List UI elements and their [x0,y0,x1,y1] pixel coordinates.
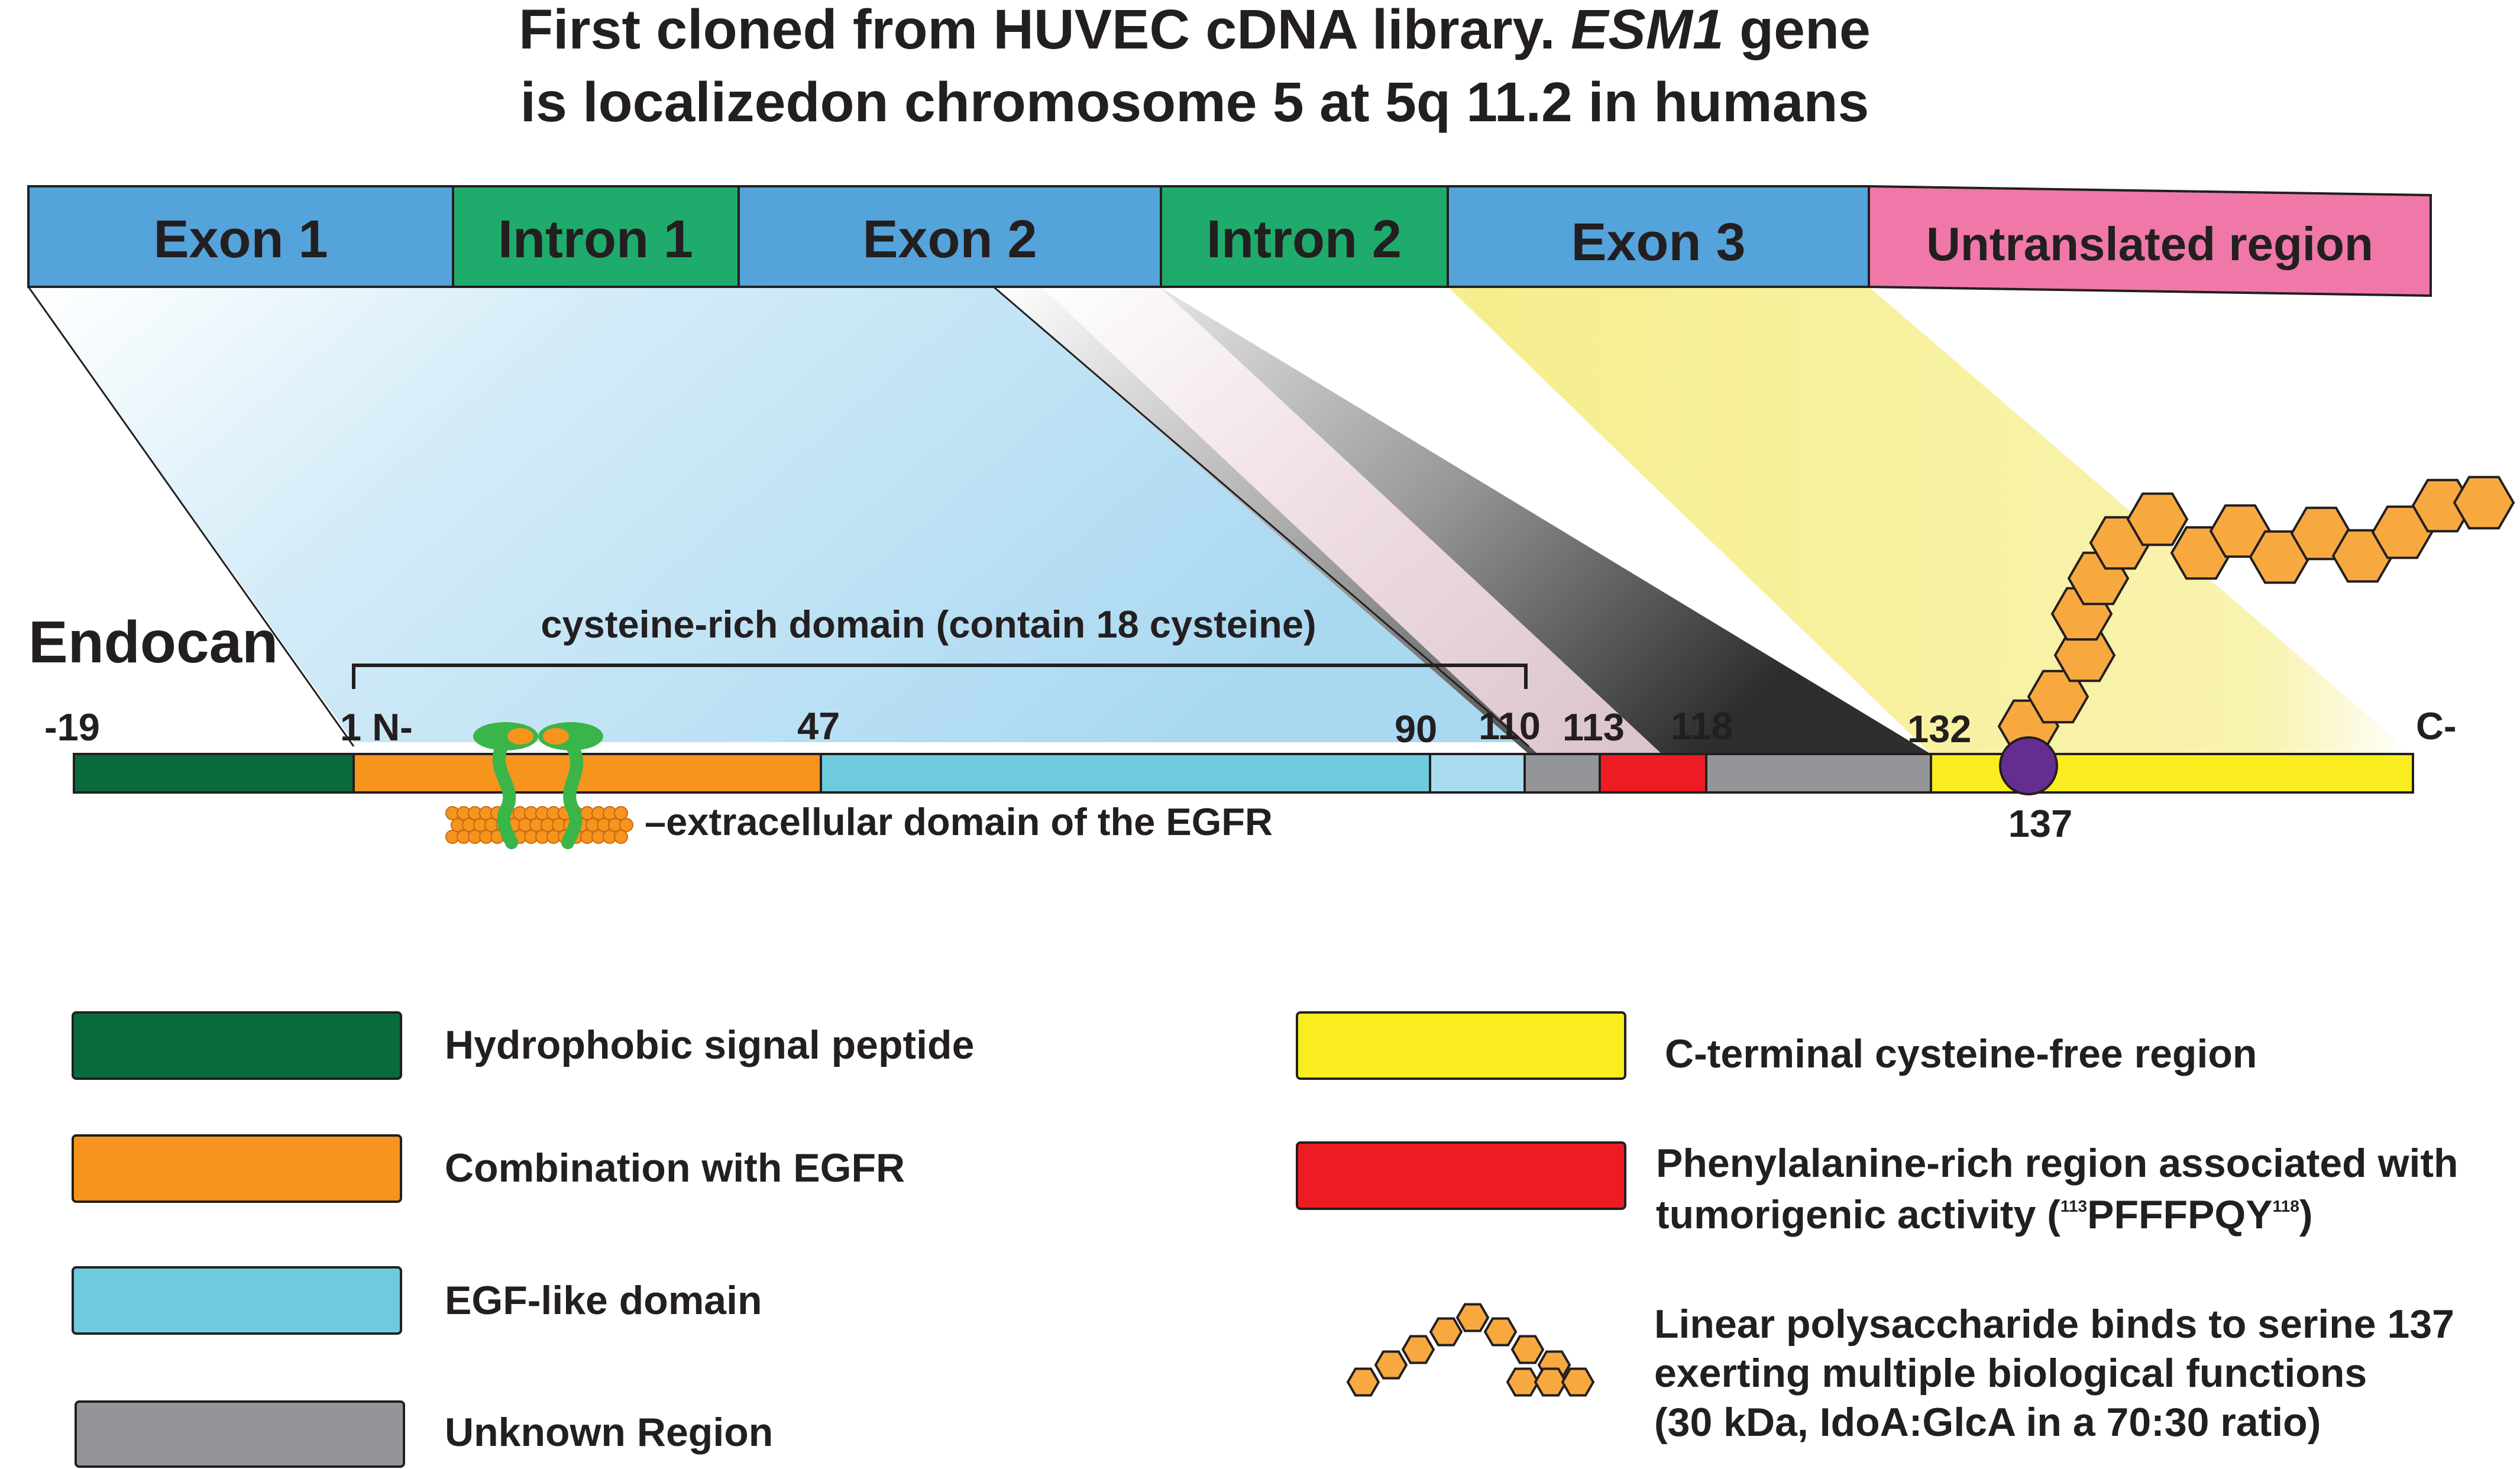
legend-glycan-unit [1346,1367,1380,1397]
region-unknown-1 [1523,753,1601,794]
serine-137-label: 137 [2008,802,2072,845]
region-egfr-combination [352,753,822,794]
legend: Hydrophobic signal peptide Combination w… [72,1011,2458,1468]
legend-label-glycan-line3: (30 kDa, IdoA:GlcA in a 70:30 ratio) [1654,1400,2321,1445]
pos-110: 110 [1479,704,1541,748]
legend-swatch-c-terminal [1296,1011,1626,1080]
projection-edge-exon2 [993,286,1529,748]
gene-structure: Exon 1 Intron 1 Exon 2 Intron 2 Exon 3 U… [27,185,2432,297]
position-labels: -19 1 N- 47 90 110 113 118 132 C- [44,704,2457,750]
legend-label-glycan-line1: Linear polysaccharide binds to serine 13… [1654,1302,2454,1347]
legend-glycan-unit [1534,1367,1568,1397]
gene-label-intron-2: Intron 2 [1206,210,1402,269]
glycan-unit [2453,475,2515,530]
membrane-bead [614,806,628,820]
gene-segment-intron-1 [452,185,740,288]
exon1-2-projection [28,287,1529,742]
pos-c-term: C- [2416,704,2457,748]
region-signal-peptide [73,753,355,794]
legend-label-signal-peptide: Hydrophobic signal peptide [445,1023,974,1067]
region-phe-rich [1599,753,1707,794]
membrane-beads [445,806,633,844]
pos-90: 90 [1395,707,1437,750]
legend-glycan-unit [1561,1367,1595,1397]
serine-137-marker [1999,736,2058,795]
gene-segment-untranslated [1868,185,2432,297]
pos-113: 113 [1563,706,1625,749]
gene-label-exon-2: Exon 2 [862,210,1037,269]
legend-glycan-unit [1510,1335,1545,1364]
egfr-icon [445,722,633,849]
cysteine-bracket-label: cysteine-rich domain (contain 18 cystein… [541,603,1316,646]
legend-glycan-unit [1455,1303,1490,1332]
legend-label-unknown: Unknown Region [445,1410,773,1455]
glycan-unit [2411,478,2474,533]
legend-glycan-unit [1374,1350,1408,1380]
legend-label-egf-like: EGF-like domain [445,1278,762,1323]
legend-swatch-signal-peptide [72,1011,402,1080]
glycan-chain [1997,475,2515,753]
legend-label-c-terminal: C-terminal cysteine-free region [1665,1031,2257,1076]
legend-label-phe-rich-line2: tumorigenic activity (113PFFFPQY118) [1656,1192,2313,1237]
egfr-label: –extracellular domain of the EGFR [645,800,1273,843]
gene-label-exon-3: Exon 3 [1571,213,1745,272]
title-line-1: First cloned from HUVEC cDNA library. ES… [519,0,1871,61]
gene-label-untranslated: Untranslated region [1926,218,2373,270]
legend-swatch-egf-like [72,1266,402,1335]
legend-swatch-unknown [75,1400,405,1468]
pos-118: 118 [1671,704,1733,748]
legend-swatch-phe-rich [1296,1141,1626,1210]
projection-edge-left [27,286,355,747]
legend-glycan-unit [1429,1317,1463,1347]
pos-132: 132 [1907,707,1971,750]
exon2-pink-projection [1041,287,1662,754]
legend-glycan-unit [1506,1367,1540,1397]
region-egf-like-light [1429,753,1526,794]
region-unknown-2 [1705,753,1932,794]
exon3-projection [1448,287,2413,754]
pos-47: 47 [797,704,840,748]
gene-label-exon-1: Exon 1 [153,210,328,269]
gene-label-intron-1: Intron 1 [498,210,693,269]
glycan-unit [2126,492,2189,546]
legend-glycan-unit [1401,1335,1435,1364]
protein-bar [73,753,2414,794]
region-egf-like [820,753,1431,794]
cysteine-bracket [352,664,1528,689]
legend-swatch-egfr [72,1134,402,1203]
legend-glycan-unit [1483,1317,1518,1347]
title-line-2: is localizedon chromosome 5 at 5q 11.2 i… [520,71,1869,134]
gene-segment-exon-3 [1447,185,1870,288]
membrane-bead [619,818,633,832]
protein-name: Endocan [28,609,278,675]
legend-label-phe-rich-line1: Phenylalanine-rich region associated wit… [1656,1141,2458,1186]
pos-minus-19: -19 [44,706,100,749]
gene-segment-exon-1 [27,185,454,288]
legend-label-glycan-line2: exerting multiple biological functions [1654,1351,2367,1396]
gene-segment-exon-2 [737,185,1162,288]
legend-label-egfr: Combination with EGFR [445,1146,905,1190]
membrane-bead [614,830,628,844]
legend-glycan-icon [1346,1303,1595,1397]
pos-1-n-term: 1 N- [340,706,413,749]
